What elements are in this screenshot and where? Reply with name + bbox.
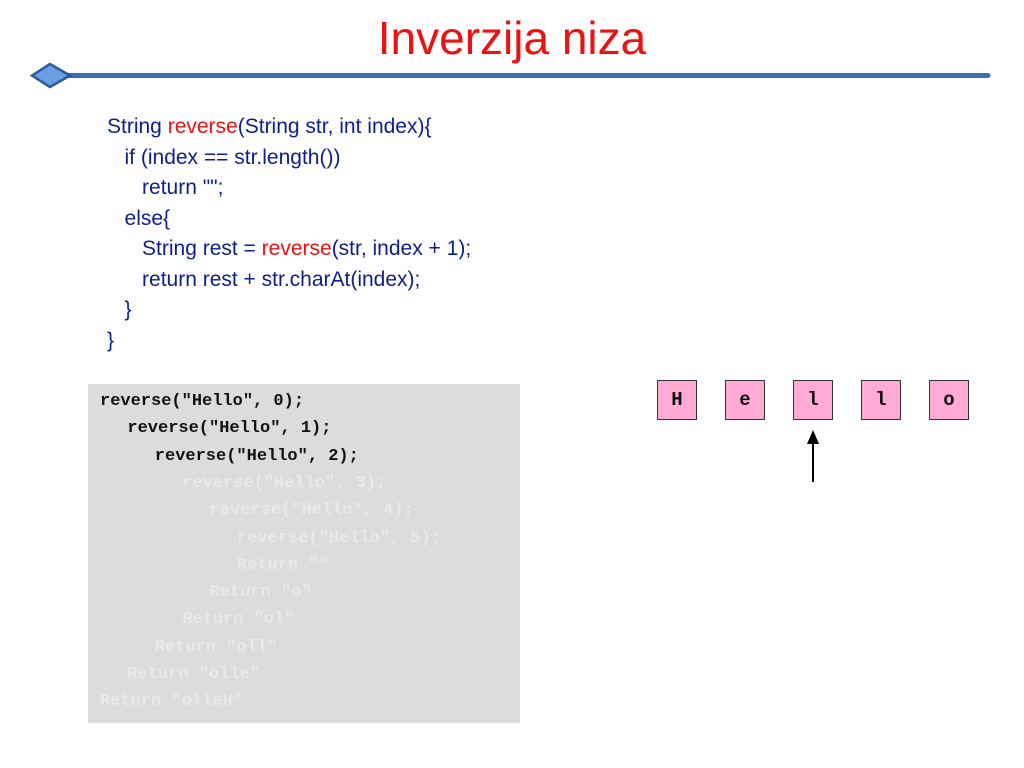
- code-text: }: [124, 298, 132, 321]
- code-function-name: reverse: [261, 237, 332, 260]
- code-function-name: reverse: [167, 115, 238, 138]
- char-cell: e: [725, 380, 765, 420]
- trace-line-hidden: Return "o": [209, 583, 312, 603]
- code-listing: String reverse(String str, int index){ i…: [107, 112, 471, 356]
- code-text: return rest + str.charAt(index);: [142, 267, 421, 291]
- index-pointer-arrow: [807, 430, 819, 482]
- title-divider: [30, 62, 991, 89]
- trace-line: reverse("Hello", 1);: [127, 419, 332, 439]
- code-text: }: [107, 328, 115, 352]
- trace-line-hidden: Return "ol": [182, 610, 295, 630]
- code-text: String: [107, 115, 168, 138]
- code-line: String reverse(String str, int index){: [107, 112, 471, 143]
- code-line: }: [107, 326, 471, 357]
- char-cell: o: [929, 380, 969, 420]
- trace-line-hidden: reverse("Hello", 5);: [237, 528, 442, 548]
- trace-line-hidden: Return "": [237, 555, 329, 575]
- code-line: return "";: [107, 173, 471, 204]
- code-line: return rest + str.charAt(index);: [107, 265, 471, 296]
- char-cell: H: [657, 380, 697, 420]
- trace-line-hidden: Return "oll": [154, 637, 278, 657]
- code-text: else{: [124, 206, 171, 230]
- trace-line-hidden: reverse("Hello", 3);: [182, 473, 387, 493]
- code-text: if (index == str.length()): [124, 145, 341, 169]
- code-line: else{: [107, 204, 471, 235]
- trace-line-hidden: Return "olle": [127, 665, 261, 684]
- trace-line: reverse("Hello", 2);: [154, 446, 359, 466]
- char-cell: l: [793, 380, 833, 420]
- code-text: return "";: [142, 176, 224, 199]
- trace-line-hidden: reverse("Hello", 4);: [209, 501, 414, 521]
- code-line: if (index == str.length()): [107, 143, 471, 174]
- call-trace-panel: reverse("Hello", 0); reverse("Hello", 1);…: [88, 384, 520, 723]
- code-line: String rest = reverse(str, index + 1);: [107, 234, 471, 265]
- char-cell: l: [861, 380, 901, 420]
- trace-line: reverse("Hello", 0);: [100, 392, 305, 411]
- code-text: String rest =: [142, 237, 262, 260]
- trace-line-hidden: Return "olleH": [100, 692, 243, 712]
- slide-title: Inverzija niza: [377, 12, 647, 64]
- code-text: (str, index + 1);: [331, 237, 472, 260]
- code-text: (String str, int index){: [237, 115, 432, 138]
- code-line: }: [107, 295, 471, 326]
